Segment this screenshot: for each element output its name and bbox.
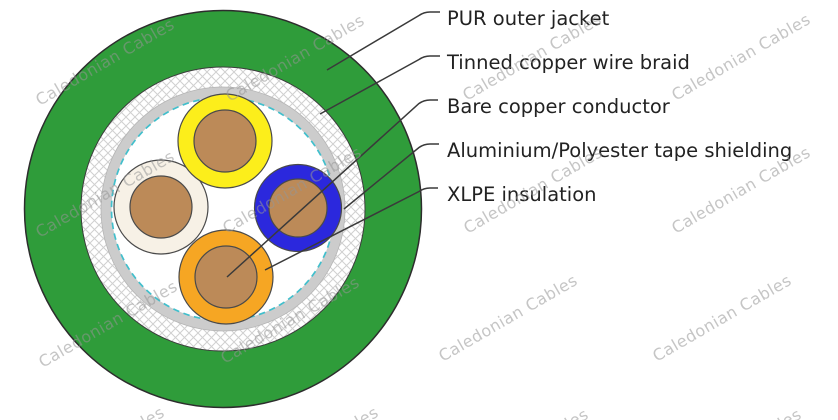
conductor-orange-copper-core [194, 245, 258, 309]
conductor-yellow-copper-core [193, 109, 257, 173]
label-tinned-copper-braid: Tinned copper wire braid [446, 51, 690, 74]
label-tape-shielding: Aluminium/Polyester tape shielding [447, 139, 792, 162]
leader-line-xlpe-insulation [264, 187, 438, 271]
leader-line-bare-copper-conductor [226, 99, 438, 278]
label-bare-copper-conductor: Bare copper conductor [447, 95, 671, 118]
leader-line-pur-outer-jacket [326, 11, 440, 71]
label-xlpe-insulation: XLPE insulation [447, 183, 597, 206]
leader-lines [226, 11, 440, 278]
conductor-blue-copper-core [268, 178, 328, 238]
leader-line-tape-shielding [343, 143, 439, 210]
conductor-white [113, 159, 209, 255]
leader-line-tinned-copper-braid [319, 55, 440, 115]
conductor-yellow [177, 93, 273, 189]
conductor-white-copper-core [129, 175, 193, 239]
conductor-orange [178, 229, 274, 325]
label-pur-outer-jacket: PUR outer jacket [447, 7, 610, 30]
conductor-blue [253, 163, 343, 253]
